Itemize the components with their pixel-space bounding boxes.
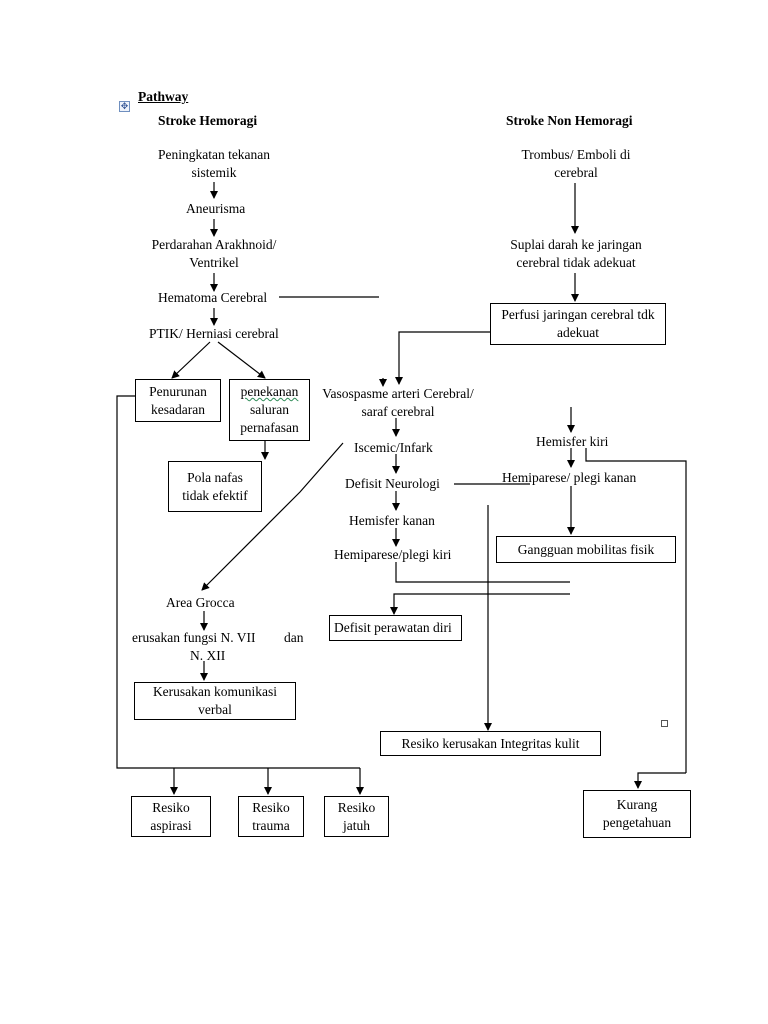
box-gangguan-mobilitas: Gangguan mobilitas fisik: [496, 536, 676, 563]
node-hemiparese-kanan: Hemiparese/ plegi kanan: [502, 470, 637, 485]
box-resiko-trauma: Resiko trauma: [238, 796, 304, 837]
node-iscemic: Iscemic/Infark: [354, 440, 433, 455]
resize-handle-icon[interactable]: [661, 720, 668, 727]
box-resiko-integritas-kulit: Resiko kerusakan Integritas kulit: [380, 731, 601, 756]
node-suplai-darah: Suplai darah ke jaringan cerebral tidak …: [510, 237, 642, 270]
node-hemisfer-kiri: Hemisfer kiri: [536, 434, 609, 449]
node-kerusakan-fungsi-dan: dan: [284, 630, 304, 645]
box-resiko-jatuh: Resiko jatuh: [324, 796, 389, 837]
box-pola-nafas: Pola nafas tidak efektif: [168, 461, 262, 512]
node-hemisfer-kanan: Hemisfer kanan: [349, 513, 435, 528]
node-kerusakan-fungsi-line1: erusakan fungsi N. VII: [132, 630, 256, 645]
box-defisit-perawatan: Defisit perawatan diri: [329, 615, 462, 641]
node-vasospasme: Vasospasme arteri Cerebral/ saraf cerebr…: [322, 386, 474, 419]
node-ptik: PTIK/ Herniasi cerebral: [149, 326, 279, 341]
box-perfusi-jaringan: Perfusi jaringan cerebral tdk adekuat: [490, 303, 666, 345]
node-trombus: Trombus/ Emboli di cerebral: [521, 147, 631, 180]
heading-stroke-non-hemoragi: Stroke Non Hemoragi: [506, 113, 633, 128]
move-anchor-icon[interactable]: ✥: [119, 101, 130, 112]
node-hemiparese-kiri: Hemiparese/plegi kiri: [334, 547, 452, 562]
page-title: Pathway: [138, 89, 189, 104]
node-peningkatan-tekanan: Peningkatan tekanan sistemik: [157, 147, 271, 180]
node-perdarahan: Perdarahan Arakhnoid/ Ventrikel: [151, 237, 277, 270]
box-resiko-aspirasi: Resiko aspirasi: [131, 796, 211, 837]
box-penurunan-kesadaran: Penurunan kesadaran: [135, 379, 221, 422]
box-kurang-pengetahuan: Kurang pengetahuan: [583, 790, 691, 838]
box-kerusakan-komunikasi: Kerusakan komunikasi verbal: [134, 682, 296, 720]
box-penekanan-saluran: penekanan saluran pernafasan: [229, 379, 310, 441]
node-kerusakan-fungsi-line2: N. XII: [190, 648, 226, 663]
node-area-grocca: Area Grocca: [166, 595, 235, 610]
node-defisit-neurologi: Defisit Neurologi: [345, 476, 440, 491]
node-aneurisma: Aneurisma: [186, 201, 246, 216]
node-hematoma: Hematoma Cerebral: [158, 290, 268, 305]
heading-stroke-hemoragi: Stroke Hemoragi: [158, 113, 258, 128]
